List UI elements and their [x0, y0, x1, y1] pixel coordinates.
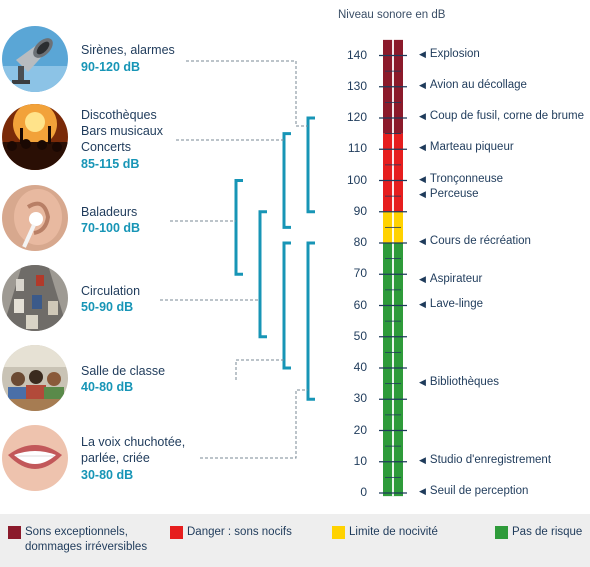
tick-label: 60 — [353, 297, 367, 312]
sound-label-text: Aspirateur — [429, 272, 483, 285]
legend-label: Danger : sons nocifs — [187, 526, 292, 538]
tick-label: 100 — [346, 172, 367, 187]
earphone-icon — [2, 185, 68, 251]
sound-label: ◀Cours de récréation — [419, 235, 531, 247]
arrow-left-icon: ◀ — [419, 48, 426, 59]
sound-label: ◀Marteau piqueur — [419, 141, 514, 153]
sound-label: ◀Avion au décollage — [419, 79, 527, 91]
arrow-left-icon: ◀ — [419, 273, 426, 284]
legend-label: Sons exceptionnels, — [25, 526, 128, 538]
tick-label: 50 — [353, 328, 367, 343]
dashed-connector — [186, 60, 308, 127]
siren-horn-icon — [2, 26, 68, 92]
legend — [0, 514, 590, 567]
scale-title: Niveau sonore en dB — [338, 9, 446, 21]
legend-item: Pas de risque — [512, 525, 582, 540]
sound-label-text: Explosion — [429, 47, 480, 60]
sound-label-text: Avion au décollage — [429, 78, 527, 91]
legend-swatch — [170, 526, 183, 539]
source-name: parlée, criée — [81, 451, 150, 465]
tick-label: 90 — [353, 203, 367, 218]
tick-label: 120 — [346, 110, 367, 124]
sound-label-text: Bibliothèques — [429, 375, 499, 388]
sound-label-text: Cours de récréation — [429, 235, 531, 247]
source-name: Circulation — [81, 284, 141, 298]
source-range: 70-100 dB — [81, 221, 141, 235]
source-name: La voix chuchotée, — [81, 435, 186, 449]
sound-label: ◀Seuil de perception — [419, 485, 528, 497]
arrow-left-icon: ◀ — [419, 142, 426, 153]
arrow-left-icon: ◀ — [419, 189, 426, 200]
sound-label-text: Seuil de perception — [429, 485, 529, 497]
sound-label-text: Tronçonneuse — [429, 172, 504, 185]
source-name: Concerts — [81, 140, 132, 154]
sound-label: ◀Bibliothèques — [419, 376, 499, 388]
arrow-left-icon: ◀ — [419, 298, 426, 309]
tick-label: 130 — [346, 78, 367, 93]
traffic-icon — [2, 265, 68, 331]
sound-label-text: Lave-linge — [429, 297, 483, 310]
legend-label: Pas de risque — [512, 526, 583, 538]
scale-center-stripe — [392, 33, 394, 497]
source-name: Discothèques — [81, 108, 157, 122]
tick-label: 110 — [347, 141, 367, 156]
tick-label: 30 — [353, 391, 367, 406]
source-name: Baladeurs — [81, 205, 138, 219]
range-bracket — [282, 132, 291, 229]
legend-swatch — [495, 526, 508, 539]
sound-label: ◀Aspirateur — [419, 273, 482, 285]
legend-item: Limite de nocivité — [349, 525, 438, 540]
range-bracket — [306, 116, 315, 214]
sound-label: ◀Explosion — [419, 48, 480, 60]
tick-label: 20 — [353, 422, 367, 437]
tick-label: 140 — [346, 47, 367, 62]
arrow-left-icon: ◀ — [419, 376, 426, 387]
source-name: Bars musicaux — [81, 124, 163, 138]
sound-label: ◀Tronçonneuse — [419, 173, 503, 185]
source-range: 90-120 dB — [81, 60, 141, 74]
legend-swatch — [332, 526, 345, 539]
arrow-left-icon: ◀ — [419, 486, 426, 496]
source-range: 85-115 dB — [81, 157, 140, 171]
tick-label: 70 — [353, 266, 367, 281]
sound-label-text: Studio d'enregistrement — [429, 453, 552, 466]
arrow-left-icon: ◀ — [419, 111, 426, 121]
range-bracket — [234, 179, 243, 276]
legend-label: Limite de nocivité — [349, 526, 438, 538]
range-bracket — [306, 241, 315, 401]
tick-label: 0 — [360, 485, 367, 499]
arrow-left-icon: ◀ — [419, 454, 426, 465]
source-name: Salle de classe — [81, 364, 166, 378]
sound-label: ◀Perceuse — [419, 188, 479, 200]
arrow-left-icon: ◀ — [419, 173, 426, 184]
tick-label: 40 — [353, 360, 367, 374]
arrow-left-icon: ◀ — [419, 236, 426, 246]
source-range: 40-80 dB — [81, 380, 134, 394]
source-range: 30-80 dB — [81, 468, 134, 482]
tick-label: 80 — [353, 235, 367, 249]
legend-item: Danger : sons nocifs — [187, 525, 292, 540]
range-bracket — [258, 210, 267, 339]
sound-level-diagram — [160, 33, 407, 497]
sound-label-text: Perceuse — [429, 188, 479, 201]
legend-swatch — [8, 526, 21, 539]
dashed-connector — [235, 359, 284, 380]
arrow-left-icon: ◀ — [419, 79, 426, 90]
sound-label: ◀Coup de fusil, corne de brume — [419, 110, 584, 122]
source-name: Sirènes, alarmes — [81, 43, 175, 57]
mouth-icon — [2, 425, 68, 491]
legend-label: dommages irréversibles — [25, 541, 148, 553]
sound-label-text: Coup de fusil, corne de brume — [429, 110, 584, 122]
sound-label: ◀Studio d'enregistrement — [419, 454, 551, 466]
source-range: 50-90 dB — [81, 300, 134, 314]
legend-item: Sons exceptionnels, dommages irréversible… — [25, 525, 147, 555]
sound-label-text: Marteau piqueur — [429, 141, 514, 154]
tick-label: 10 — [353, 453, 367, 468]
range-bracket — [282, 241, 291, 370]
sound-label: ◀Lave-linge — [419, 298, 483, 310]
dashed-connector — [200, 389, 308, 459]
